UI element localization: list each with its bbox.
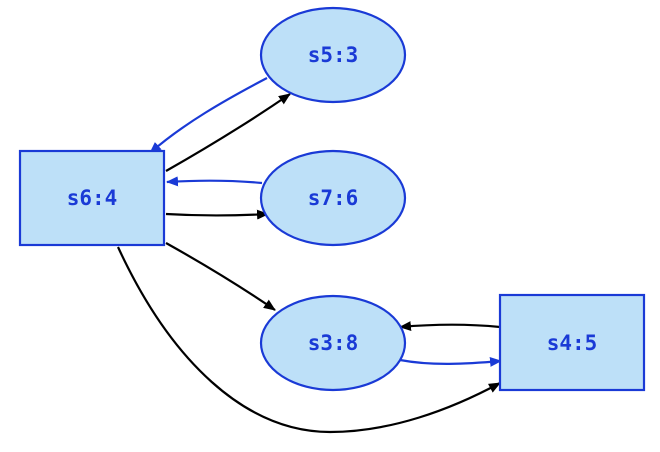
node-s3-shape [259,294,407,392]
node-s5: s5:3 [259,6,407,104]
node-s3: s3:8 [259,294,407,392]
node-s5-shape [259,6,407,104]
edge-s5-to-s6 [149,77,268,154]
edge-s6-to-s5 [165,93,291,172]
node-s7-shape [259,149,407,247]
edge-s6-to-s3 [165,242,276,311]
node-s4: s4:5 [498,293,646,392]
node-s4-label: s4:5 [547,331,598,355]
edge-s4-to-s3 [399,321,501,332]
node-s7-label: s7:6 [308,186,359,210]
edge-s7-to-s6 [166,176,263,187]
edge-s3-to-s4 [399,356,502,367]
node-s5-label: s5:3 [308,43,359,67]
node-s3-label: s3:8 [308,331,359,355]
edge-s6-to-s4 [117,246,501,434]
node-s6-shape [18,149,166,247]
node-s7: s7:6 [259,149,407,247]
node-s6-label: s6:4 [67,186,118,210]
edge-s6-to-s7 [165,209,269,220]
node-s6: s6:4 [18,149,166,247]
node-s4-shape [498,293,646,392]
